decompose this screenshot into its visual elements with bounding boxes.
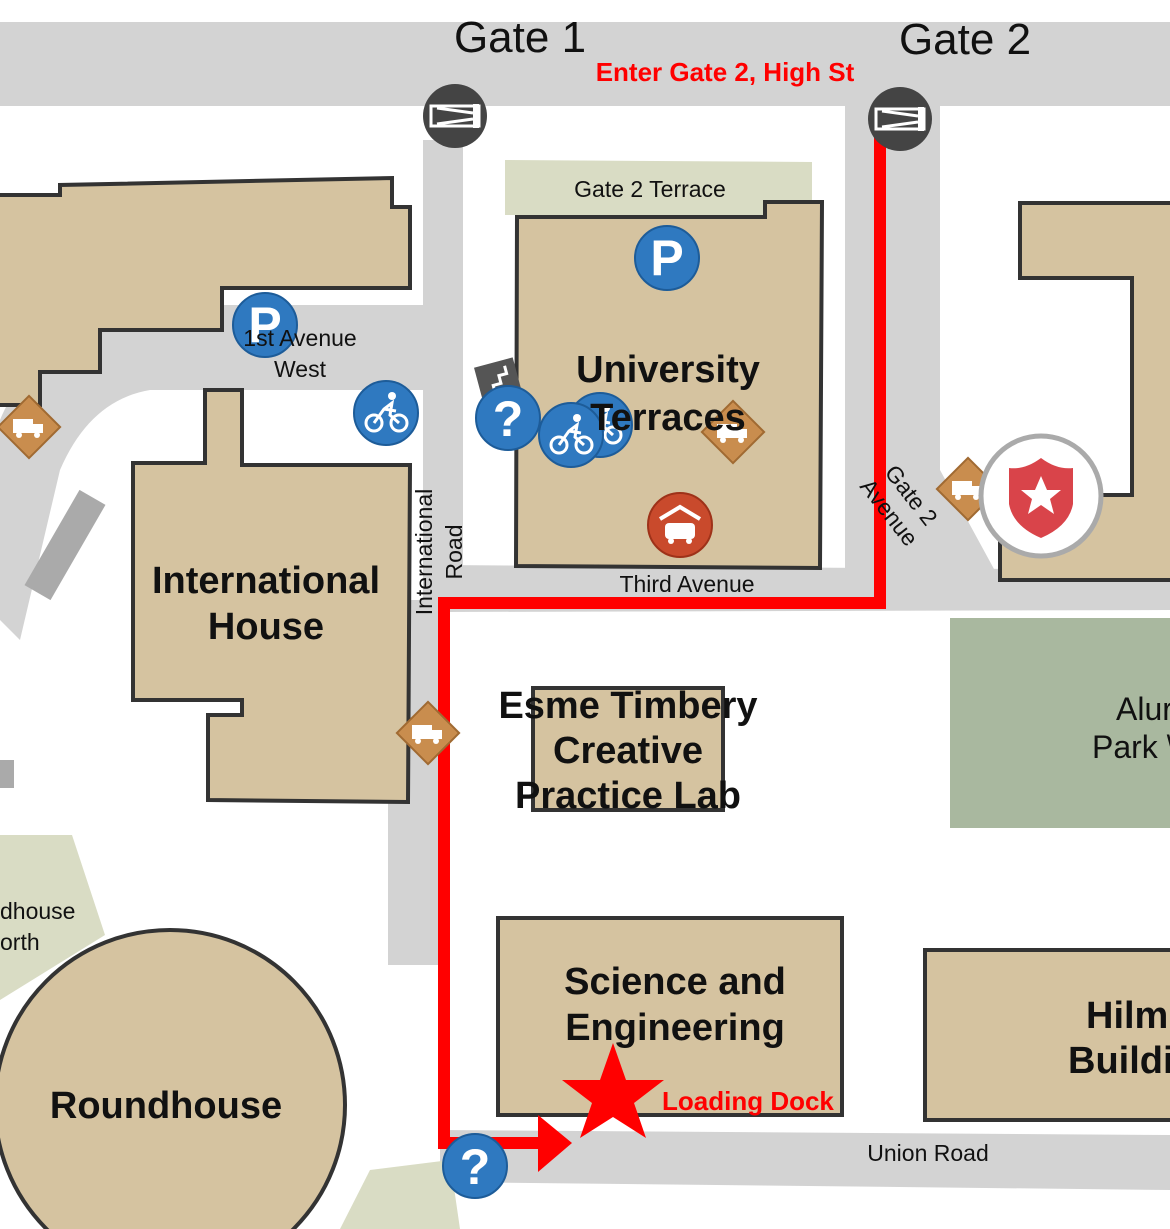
parking-bay <box>0 760 14 788</box>
esme-timbery-building <box>531 686 725 812</box>
union-road <box>440 1130 1170 1190</box>
gate2-label: Gate 2 <box>899 15 1031 64</box>
route-arrowhead <box>538 1115 572 1172</box>
high-street-road <box>0 22 1170 106</box>
bicycle-icon <box>352 379 420 447</box>
gate2-terrace-area <box>505 160 812 215</box>
gate-barrier-icon <box>421 82 489 150</box>
roundhouse-north-area <box>0 835 105 1000</box>
info-question-icon <box>475 385 541 451</box>
gate1-label: Gate 1 <box>454 13 586 62</box>
destination-star-icon <box>562 1043 664 1138</box>
third-avenue-label: Third Avenue <box>619 571 754 597</box>
car-park-icon <box>647 492 713 558</box>
alumni-park <box>950 618 1170 828</box>
building-top-left <box>0 175 412 407</box>
gate-barrier-icon <box>866 85 934 153</box>
roundhouse-label: Roundhouse <box>50 1085 282 1127</box>
roundhouse-building <box>0 928 347 1229</box>
hilmer-building <box>923 948 1170 1122</box>
university-terraces-building <box>513 200 825 571</box>
first-avenue-west-road <box>0 305 430 640</box>
green-area <box>340 1160 460 1229</box>
science-engineering-building <box>496 916 844 1117</box>
parking-bays <box>24 489 106 601</box>
route-instruction: Enter Gate 2, High St <box>596 57 855 87</box>
info-question-icon <box>442 1133 508 1199</box>
international-house-building <box>131 388 413 805</box>
union-road-label: Union Road <box>867 1140 988 1166</box>
loading-dock-label: Loading Dock <box>662 1086 834 1116</box>
gate2-terrace-label: Gate 2 Terrace <box>574 176 726 202</box>
security-shield-icon[interactable] <box>978 433 1104 559</box>
parking-icon <box>634 225 700 291</box>
